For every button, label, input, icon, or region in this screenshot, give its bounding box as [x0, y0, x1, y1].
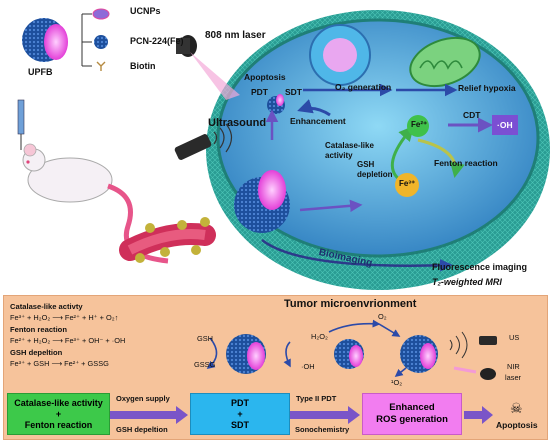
flow3-line1: Enhanced	[389, 402, 435, 413]
fenton-reaction-label: Fenton reaction	[434, 158, 498, 168]
legend-biotin-label: Biotin	[130, 61, 156, 71]
legend-pcn-label: PCN-224(Fe)	[130, 36, 184, 46]
panel-title: Tumor microenvrionment	[284, 298, 417, 310]
particle-b	[334, 339, 364, 369]
ultrasound-probe-icon	[174, 123, 233, 160]
enhancement-label: Enhancement	[290, 116, 346, 126]
nir-label: NIR	[507, 362, 520, 371]
flow1-line1: Catalase-like activity	[14, 397, 103, 408]
legend-upfb-label: UPFB	[28, 67, 53, 77]
flow2-plus: +	[237, 408, 243, 419]
flow-box-pdt-sdt: PDT + SDT	[190, 393, 290, 435]
equation-catalase: Fe³⁺ + H₂O₂ ⟶ Fe²⁺ + H⁺ + O₂↑	[10, 313, 119, 322]
apoptosis-final-label: Apoptosis	[496, 420, 538, 430]
flow3-line2: ROS generation	[376, 414, 448, 425]
mitochondrion	[409, 36, 481, 88]
mouse-icon	[22, 143, 169, 264]
flow-arrow-1	[110, 406, 188, 424]
overview-illustration: UCNPs PCN-224(Fe) Biotin UPFB 808 nm las…	[17, 6, 550, 290]
ultrasound-label: Ultrasound	[208, 117, 267, 129]
eq-heading-gsh: GSH depeltion	[10, 348, 63, 357]
fe3-ion-marker	[395, 173, 419, 197]
flow-arrow-3	[464, 406, 493, 424]
cdt-label: CDT	[463, 110, 481, 120]
gsh-label: GSH	[197, 334, 214, 343]
laser-small-label: laser	[505, 373, 522, 382]
gsh-depletion-label: GSH depletion	[357, 160, 393, 179]
us-device-icon	[479, 336, 497, 345]
fluorescence-imaging-label: Fluorescence imaging	[432, 262, 528, 272]
fe3-label: Fe³⁺	[399, 179, 416, 188]
illustration-canvas	[17, 8, 550, 290]
arrow1-bottom-label: GSH depeltion	[116, 425, 168, 434]
flow-box-catalase-fenton: Catalase-like activity + Fenton reaction	[7, 393, 110, 435]
nucleus	[309, 24, 371, 86]
flow2-line1: PDT	[231, 397, 249, 408]
flow-arrow-2	[290, 406, 360, 424]
flow2-line2: SDT	[231, 419, 249, 430]
legend-ucnps-label: UCNPs	[130, 6, 161, 16]
gssg-label: GSSG	[194, 360, 216, 369]
pathway-arrows	[261, 83, 493, 272]
tumor-microenvironment-panel: Tumor microenvrionment Catalase-like act…	[3, 295, 548, 440]
o2-label: O₂	[378, 312, 387, 321]
syringe-icon	[17, 99, 25, 150]
flow1-plus: +	[55, 408, 62, 419]
arrow1-top-label: Oxygen supply	[116, 394, 170, 403]
catalase-activity-label: Catalase-like activity	[325, 141, 374, 160]
nir-laser-icon	[480, 368, 496, 380]
mechanism-diagram	[206, 319, 497, 380]
mri-label: T₂-weighted MRI	[432, 277, 502, 287]
flow-box-ros: Enhanced ROS generation	[362, 393, 462, 435]
relief-hypoxia-label: Relief hypoxia	[458, 83, 516, 93]
oh-label: ·OH	[497, 120, 513, 130]
arrow2-bottom-label: Sonochemistry	[295, 425, 350, 434]
blood-vessel	[119, 217, 216, 263]
us-label: US	[509, 333, 520, 342]
equation-fenton: Fe²⁺ + H₂O₂ ⟶ Fe³⁺ + OH⁻ + ·OH	[10, 336, 126, 345]
o2-generation-label: O₂ generation	[335, 82, 392, 92]
sdt-label: SDT	[285, 87, 302, 97]
laser-source-icon	[176, 35, 240, 100]
apoptosis-label: Apoptosis	[244, 72, 286, 82]
arrow2-top-label: Type II PDT	[296, 394, 337, 403]
skull-icon: ☠	[510, 400, 523, 416]
pdt-label: PDT	[251, 87, 268, 97]
fe2-label: Fe²⁺	[411, 120, 428, 129]
particle-a	[226, 334, 266, 374]
fe2-ion-marker	[407, 115, 429, 137]
flow1-line2: Fenton reaction	[24, 419, 93, 430]
equation-gsh: Fe³⁺ + GSH ⟶ Fe²⁺ + GSSG	[10, 359, 109, 368]
eq-heading-fenton: Fenton reaction	[10, 325, 67, 334]
oh-radical-marker	[492, 115, 518, 135]
singlet-oxygen-label: ¹O₂	[391, 378, 403, 387]
h2o2-label: H₂O₂	[311, 332, 328, 341]
upfb-nanoparticle-legend	[22, 8, 110, 71]
oh-radical-label: ·OH	[301, 362, 315, 371]
eq-heading-catalase: Catalase-like activty	[10, 302, 83, 311]
particle-c	[400, 335, 438, 373]
nanoparticle-large	[234, 170, 290, 233]
laser-label: 808 nm laser	[205, 30, 266, 41]
